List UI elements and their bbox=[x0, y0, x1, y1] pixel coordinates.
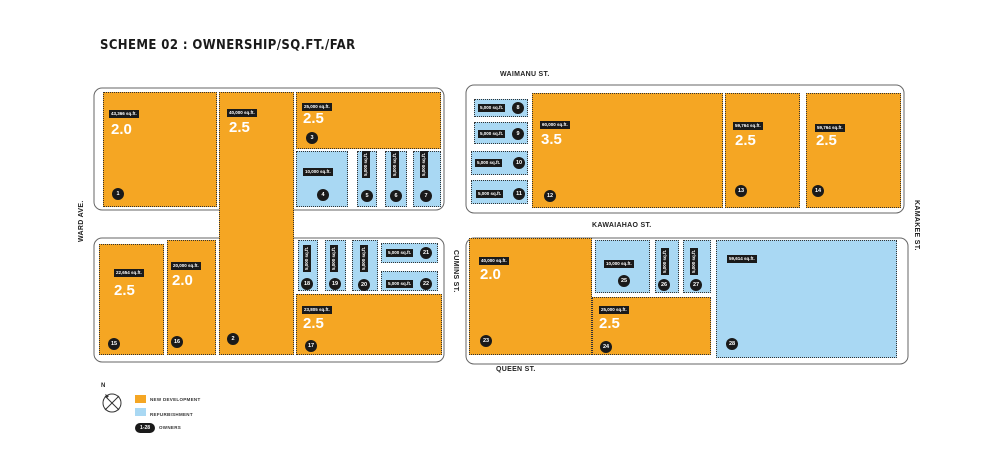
street-label-kawaiahao: KAWAIAHAO ST. bbox=[592, 222, 652, 229]
lot-4-sqft-label: 10,000 sq.ft. bbox=[303, 168, 333, 176]
lot-24-sqft-label: 25,000 sq.ft. bbox=[599, 306, 629, 314]
owner-badge-3: 3 bbox=[306, 132, 318, 144]
owner-badge-12: 12 bbox=[544, 190, 556, 202]
owner-badge-6: 6 bbox=[390, 190, 402, 202]
owner-badge-13: 13 bbox=[735, 185, 747, 197]
legend-swatch-new-development bbox=[135, 395, 146, 403]
lot-14-far: 2.5 bbox=[816, 132, 837, 149]
legend-label-owners: OWNERS bbox=[159, 425, 182, 430]
owner-badge-11: 11 bbox=[513, 188, 525, 200]
lot-10-sqft-label: 5,000 sq.ft. bbox=[475, 159, 503, 167]
lot-14-sqft-label: 59,764 sq.ft. bbox=[815, 124, 845, 132]
owner-badge-21: 21 bbox=[420, 247, 432, 259]
lot-25-sqft-label: 10,000 sq.ft. bbox=[604, 260, 634, 268]
owner-badge-20: 20 bbox=[358, 279, 370, 291]
lot-1-far: 2.0 bbox=[111, 121, 132, 138]
owner-badge-25: 25 bbox=[618, 275, 630, 287]
legend-label-refurbishment: REFURBISHMENT bbox=[150, 412, 193, 417]
owner-badge-8: 8 bbox=[512, 102, 524, 114]
lot-6-sqft-label: 5,000 sq.ft. bbox=[391, 150, 399, 178]
lot-3-sqft-label: 25,000 sq.ft. bbox=[302, 103, 332, 111]
lot-15-far: 2.5 bbox=[114, 282, 135, 299]
lot-19-sqft-label: 5,000 sq.ft. bbox=[330, 244, 338, 272]
owner-badge-28: 28 bbox=[726, 338, 738, 350]
block-outline-southeast bbox=[465, 237, 909, 365]
lot-16 bbox=[167, 240, 216, 355]
lot-23-sqft-label: 40,000 sq.ft. bbox=[479, 257, 509, 265]
owner-badge-16: 16 bbox=[171, 336, 183, 348]
legend-swatch-refurbishment bbox=[135, 408, 146, 416]
lot-2-far: 2.5 bbox=[229, 119, 250, 136]
lot-2-sqft-label: 40,000 sq.ft. bbox=[227, 109, 257, 117]
lot-21-sqft-label: 5,000 sq.ft. bbox=[386, 249, 414, 257]
owner-badge-7: 7 bbox=[420, 190, 432, 202]
lot-3 bbox=[296, 92, 441, 149]
lot-16-sqft-label: 20,000 sq.ft. bbox=[171, 262, 201, 270]
lot-23-far: 2.0 bbox=[480, 266, 501, 283]
lot-16-far: 2.0 bbox=[172, 272, 193, 289]
lot-1-sqft-label: 43,366 sq.ft. bbox=[109, 110, 139, 118]
lot-5-sqft-label: 5,000 sq.ft. bbox=[362, 150, 370, 178]
lot-18-sqft-label: 5,000 sq.ft. bbox=[303, 244, 311, 272]
owner-badge-27: 27 bbox=[690, 279, 702, 291]
lot-15 bbox=[99, 244, 164, 355]
lot-7-sqft-label: 5,000 sq.ft. bbox=[420, 150, 428, 178]
street-label-waimanu: WAIMANU ST. bbox=[500, 71, 550, 78]
street-label-kamakee: KAMAKEE ST. bbox=[913, 200, 920, 251]
lot-3-far: 2.5 bbox=[303, 110, 324, 127]
owner-badge-24: 24 bbox=[600, 341, 612, 353]
owner-badge-10: 10 bbox=[513, 157, 525, 169]
owner-badge-9: 9 bbox=[512, 128, 524, 140]
lot-17-far: 2.5 bbox=[303, 315, 324, 332]
lot-12-sqft-label: 60,000 sq.ft. bbox=[540, 121, 570, 129]
street-label-ward: WARD AVE. bbox=[78, 200, 85, 242]
north-arrow-icon bbox=[102, 393, 122, 413]
owner-badge-1: 1 bbox=[112, 188, 124, 200]
owner-badge-4: 4 bbox=[317, 189, 329, 201]
lot-24-far: 2.5 bbox=[599, 315, 620, 332]
north-label: N bbox=[101, 383, 106, 389]
lot-15-sqft-label: 22,654 sq.ft. bbox=[114, 269, 144, 277]
block-outline-northeast bbox=[465, 84, 905, 214]
owner-badge-26: 26 bbox=[658, 279, 670, 291]
lot-17-sqft-label: 23,805 sq.ft. bbox=[302, 306, 332, 314]
lot-12-far: 3.5 bbox=[541, 131, 562, 148]
owner-badge-19: 19 bbox=[329, 278, 341, 290]
lot-17 bbox=[296, 294, 442, 355]
owner-badge-2: 2 bbox=[227, 333, 239, 345]
owner-badge-18: 18 bbox=[301, 278, 313, 290]
street-label-queen: QUEEN ST. bbox=[496, 366, 536, 373]
page-title: SCHEME 02 : OWNERSHIP/SQ.FT./FAR bbox=[100, 38, 356, 53]
owner-badge-22: 22 bbox=[420, 278, 432, 290]
street-label-cumins: CUMINS ST. bbox=[452, 250, 459, 293]
lot-2 bbox=[219, 92, 294, 355]
owner-badge-23: 23 bbox=[480, 335, 492, 347]
lot-28-sqft-label: 59,614 sq.ft. bbox=[727, 255, 757, 263]
lot-11-sqft-label: 5,000 sq.ft. bbox=[476, 190, 504, 198]
lot-9-sqft-label: 5,000 sq.ft. bbox=[478, 130, 506, 138]
owner-badge-14: 14 bbox=[812, 185, 824, 197]
lot-13-sqft-label: 59,764 sq.ft. bbox=[733, 122, 763, 130]
legend-label-new-development: NEW DEVELOPMENT bbox=[150, 397, 201, 402]
owner-badge-15: 15 bbox=[108, 338, 120, 350]
lot-26-sqft-label: 5,000 sq.ft. bbox=[661, 247, 669, 275]
lot-13-far: 2.5 bbox=[735, 132, 756, 149]
lot-27-sqft-label: 5,000 sq.ft. bbox=[690, 247, 698, 275]
lot-22-sqft-label: 5,000 sq.ft. bbox=[386, 280, 414, 288]
owner-badge-5: 5 bbox=[361, 190, 373, 202]
owner-badge-17: 17 bbox=[305, 340, 317, 352]
legend-owners-pill: 1-28 bbox=[135, 423, 156, 433]
lot-8-sqft-label: 5,000 sq.ft. bbox=[478, 104, 506, 112]
lot-20-sqft-label: 5,000 sq.ft. bbox=[360, 244, 368, 272]
lot-12 bbox=[532, 93, 723, 208]
